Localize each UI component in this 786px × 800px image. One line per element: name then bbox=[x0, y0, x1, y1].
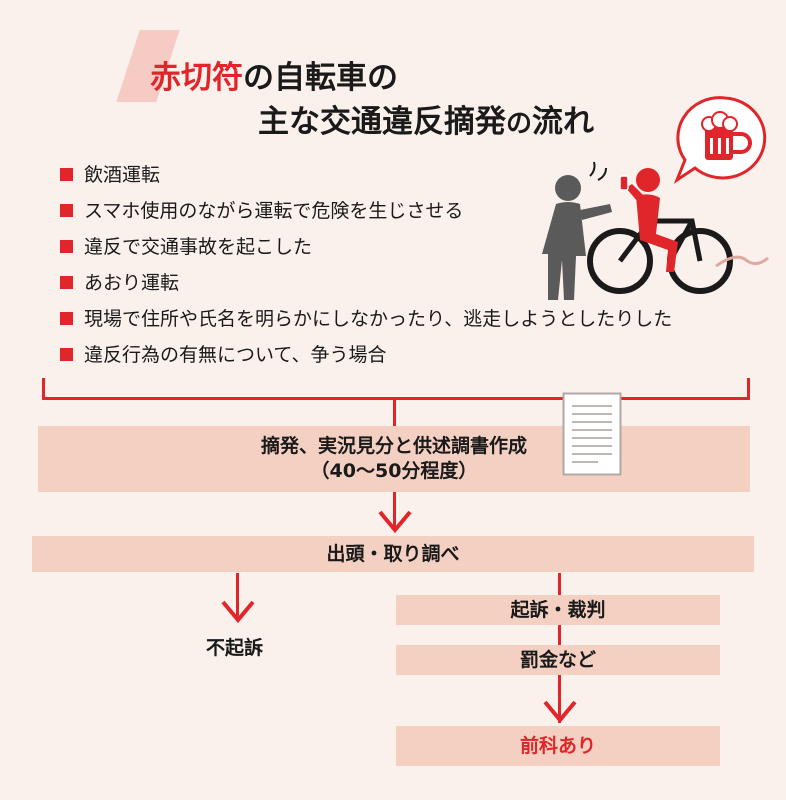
condition-item: あおり運転 bbox=[60, 268, 672, 304]
title-particle: の bbox=[506, 109, 533, 139]
condition-text: 違反で交通事故を起こした bbox=[84, 236, 313, 258]
flow-step-exposure: 摘発、実況見分と供述調書作成 （40～50分程度） bbox=[38, 426, 750, 492]
beer-mug-icon bbox=[701, 111, 752, 160]
flow-step-text: 出頭・取り調べ bbox=[326, 542, 460, 565]
title-text: の自転車の bbox=[243, 60, 398, 96]
title-line-2: 主な交通違反摘発の流れ bbox=[258, 96, 594, 141]
square-bullet-icon bbox=[60, 204, 73, 217]
bracket-right-end bbox=[747, 378, 750, 400]
flow-step-text: 罰金など bbox=[519, 648, 596, 671]
square-bullet-icon bbox=[60, 348, 73, 361]
square-bullet-icon bbox=[60, 168, 73, 181]
square-bullet-icon bbox=[60, 240, 73, 253]
condition-item: 違反で交通事故を起こした bbox=[60, 232, 672, 268]
flow-step-interrogation: 出頭・取り調べ bbox=[32, 536, 754, 572]
flow-step-text: 前科あり bbox=[519, 734, 596, 757]
bracket-left-end bbox=[42, 378, 45, 400]
connector-line bbox=[393, 492, 396, 528]
flow-step-text: 摘発、実況見分と供述調書作成 bbox=[260, 435, 527, 457]
condition-item: 現場で住所や氏名を明らかにしなかったり、逃走しようとしたりした bbox=[60, 304, 672, 340]
title-line-1: 赤切符の自転車の bbox=[150, 52, 398, 97]
down-arrow-icon bbox=[221, 600, 255, 624]
flow-step-fine: 罰金など bbox=[396, 645, 720, 675]
square-bullet-icon bbox=[60, 312, 73, 325]
connector-line bbox=[236, 573, 239, 617]
square-bullet-icon bbox=[60, 276, 73, 289]
flow-step-text: 起訴・裁判 bbox=[510, 598, 606, 621]
condition-text: 飲酒運転 bbox=[84, 164, 161, 186]
condition-item: 飲酒運転 bbox=[60, 160, 672, 196]
cyclist-stop-illustration bbox=[542, 96, 769, 300]
flow-step-subtext: （40～50分程度） bbox=[310, 460, 478, 482]
title-highlight: 赤切符 bbox=[150, 60, 243, 96]
cyclist-figure-icon bbox=[619, 168, 678, 272]
condition-text: スマホ使用のながら運転で危険を生じさせる bbox=[84, 200, 464, 222]
down-arrow-icon bbox=[543, 700, 577, 724]
document-icon bbox=[562, 392, 622, 476]
bracket-bar bbox=[42, 397, 750, 400]
condition-item: 違反行為の有無について、争う場合 bbox=[60, 340, 672, 376]
condition-text: 現場で住所や氏名を明らかにしなかったり、逃走しようとしたりした bbox=[84, 308, 673, 330]
outcome-not-prosecuted: 不起訴 bbox=[206, 637, 264, 659]
connector-line bbox=[393, 399, 396, 426]
title-text: 流れ bbox=[532, 104, 595, 140]
bicycle-icon bbox=[587, 205, 733, 294]
title-text: 主な交通違反摘発 bbox=[258, 104, 506, 140]
condition-text: 違反行為の有無について、争う場合 bbox=[84, 344, 387, 366]
officer-figure-icon bbox=[542, 161, 612, 300]
condition-list: 飲酒運転 スマホ使用のながら運転で危険を生じさせる 違反で交通事故を起こした あ… bbox=[60, 160, 672, 376]
condition-text: あおり運転 bbox=[84, 272, 180, 294]
outcome-criminal-record: 前科あり bbox=[396, 726, 720, 766]
motion-line-icon bbox=[715, 255, 769, 268]
down-arrow-icon bbox=[378, 510, 412, 534]
flow-step-prosecution: 起訴・裁判 bbox=[396, 595, 720, 625]
condition-item: スマホ使用のながら運転で危険を生じさせる bbox=[60, 196, 672, 232]
